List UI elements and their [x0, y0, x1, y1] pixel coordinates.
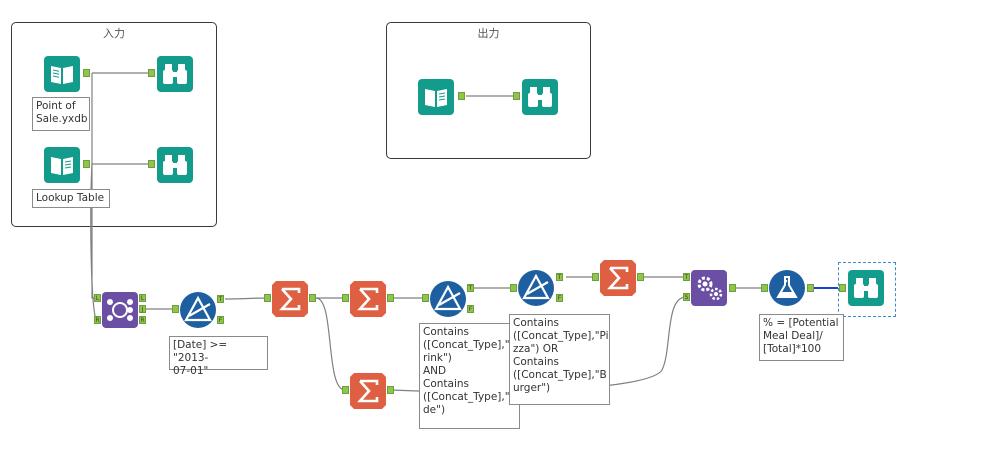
input-pos-tool[interactable] — [44, 56, 80, 92]
annotation-date-filter: [Date] >= "2013- 07-01" — [169, 336, 268, 377]
output-input-output-anchor[interactable] — [458, 92, 465, 100]
filter-pizza-burger-tool[interactable] — [518, 270, 554, 306]
summarize-1-output-anchor[interactable] — [309, 294, 316, 302]
wire-sum1-sum3 — [315, 297, 346, 391]
input-pos-output-anchor[interactable] — [83, 69, 90, 77]
binoculars-icon — [157, 147, 193, 183]
output-browse-input-anchor[interactable] — [513, 92, 520, 100]
filter-date-input-anchor[interactable] — [172, 305, 179, 313]
summarize-2-tool[interactable] — [350, 281, 386, 317]
formula-tool[interactable] — [769, 270, 805, 306]
join-icon — [102, 292, 138, 328]
input-container-title: 入力 — [103, 28, 125, 40]
summarize-2-input-anchor[interactable] — [342, 294, 349, 302]
browse-1-input-anchor[interactable] — [148, 69, 155, 77]
summarize-1-tool[interactable] — [272, 281, 308, 317]
binoculars-icon — [848, 270, 884, 306]
output-input-tool[interactable] — [418, 79, 454, 115]
filter-pizza-true-anchor[interactable]: T — [556, 273, 563, 281]
annotation-filter-drink-side: Contains ([Concat_Type],"D rink") AND Co… — [419, 323, 520, 429]
join-left-input-anchor[interactable]: L — [94, 294, 101, 302]
gears-icon — [691, 270, 727, 306]
annotation-formula: % = [Potential Meal Deal]/ [Total]*100 — [759, 314, 844, 361]
wire-pos-join — [91, 73, 95, 299]
summarize-4-output-anchor[interactable] — [637, 273, 644, 281]
wire-lookup-join — [90, 163, 97, 321]
input-lookup-output-anchor[interactable] — [83, 160, 90, 168]
flask-icon — [769, 270, 805, 306]
append-target-anchor[interactable]: T — [683, 273, 690, 281]
sigma-icon — [350, 281, 386, 317]
append-output-anchor[interactable] — [729, 284, 736, 292]
join-right-input-anchor[interactable]: R — [94, 316, 101, 324]
sigma-icon — [272, 281, 308, 317]
output-container-title: 出力 — [477, 28, 500, 40]
book-icon — [418, 79, 454, 115]
append-source-anchor[interactable]: S — [683, 293, 690, 301]
filter-drink-true-anchor[interactable]: T — [467, 284, 474, 292]
annotation-pos-file: Point of Sale.yxdb — [32, 97, 90, 131]
summarize-3-tool[interactable] — [350, 373, 386, 409]
filter-icon — [430, 281, 466, 317]
book-icon — [44, 147, 80, 183]
summarize-3-output-anchor[interactable] — [387, 386, 394, 394]
filter-icon — [518, 270, 554, 306]
selection-box — [838, 262, 896, 317]
filter-date-false-anchor[interactable]: F — [217, 316, 224, 324]
input-lookup-tool[interactable] — [44, 147, 80, 183]
join-left-output-anchor[interactable]: L — [139, 294, 146, 302]
annotation-lookup-file: Lookup Table — [32, 189, 110, 208]
binoculars-icon — [157, 56, 193, 92]
wire-filter-sum1 — [224, 297, 269, 300]
browse-2-input-anchor[interactable] — [148, 160, 155, 168]
join-right-output-anchor[interactable]: R — [139, 316, 146, 324]
summarize-2-output-anchor[interactable] — [387, 294, 394, 302]
join-join-output-anchor[interactable]: J — [139, 305, 146, 313]
sigma-icon — [600, 260, 636, 296]
browse-final-tool[interactable] — [848, 270, 884, 306]
formula-input-anchor[interactable] — [761, 284, 768, 292]
browse-2-tool[interactable] — [157, 147, 193, 183]
browse-final-input-anchor[interactable] — [839, 284, 846, 292]
filter-pizza-false-anchor[interactable]: F — [556, 294, 563, 302]
book-icon — [44, 56, 80, 92]
summarize-3-input-anchor[interactable] — [342, 386, 349, 394]
filter-date-true-anchor[interactable]: T — [217, 295, 224, 303]
append-fields-tool[interactable] — [691, 270, 727, 306]
filter-icon — [180, 292, 216, 328]
filter-drink-false-anchor[interactable]: F — [467, 305, 474, 313]
filter-pizza-input-anchor[interactable] — [510, 284, 517, 292]
join-tool[interactable] — [102, 292, 138, 328]
summarize-4-input-anchor[interactable] — [592, 273, 599, 281]
browse-1-tool[interactable] — [157, 56, 193, 92]
summarize-4-tool[interactable] — [600, 260, 636, 296]
filter-drink-input-anchor[interactable] — [422, 294, 429, 302]
binoculars-icon — [522, 79, 558, 115]
summarize-1-input-anchor[interactable] — [264, 294, 271, 302]
filter-date-tool[interactable] — [180, 292, 216, 328]
filter-drink-side-tool[interactable] — [430, 281, 466, 317]
annotation-filter-pizza-burger: Contains ([Concat_Type],"Pi zza") OR Con… — [509, 314, 610, 405]
formula-output-anchor[interactable] — [807, 284, 814, 292]
sigma-icon — [350, 373, 386, 409]
output-browse-tool[interactable] — [522, 79, 558, 115]
